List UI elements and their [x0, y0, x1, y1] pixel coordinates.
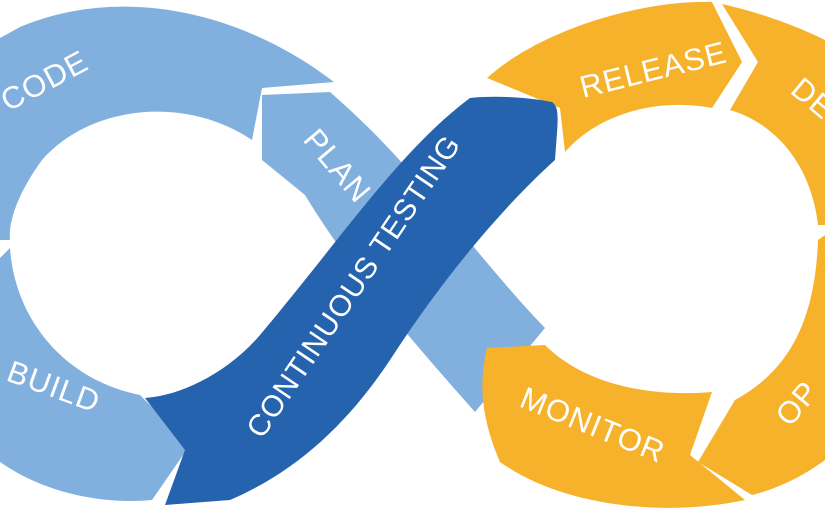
deploy-segment: [722, 4, 825, 225]
right-loop: [482, 1, 825, 508]
code-segment: [0, 6, 334, 241]
build-segment: [0, 248, 190, 501]
continuous-testing-band: [145, 96, 558, 505]
operate-segment: [698, 235, 825, 495]
monitor-segment: [482, 345, 745, 508]
release-segment: [487, 1, 742, 152]
